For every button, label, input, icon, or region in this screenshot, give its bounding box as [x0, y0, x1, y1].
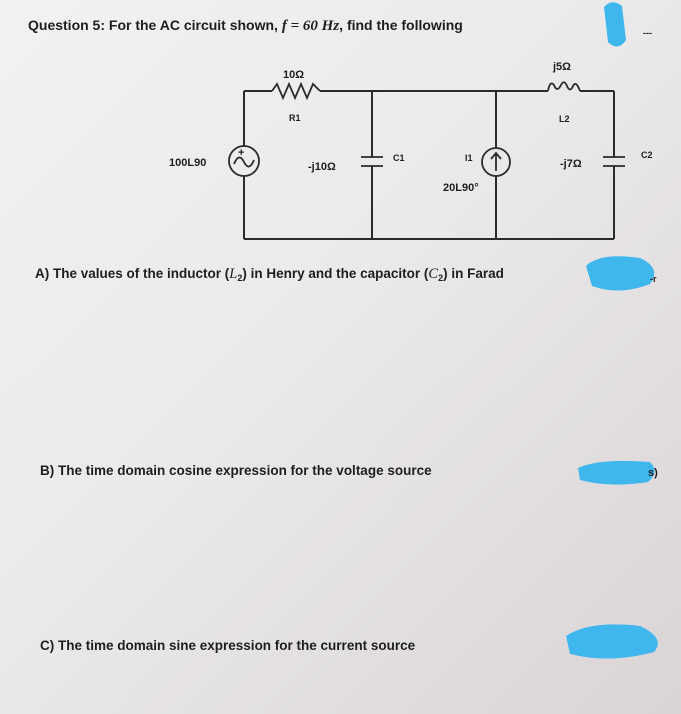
voltage-source-value: 100L90	[169, 157, 206, 169]
redaction-mark-c	[566, 624, 658, 659]
capacitor-symbol: C	[428, 266, 439, 282]
redaction-mark-b	[578, 460, 655, 485]
inductor-l2	[547, 81, 581, 92]
question-prefix: Question 5: For the AC circuit shown,	[28, 17, 282, 33]
r1-name-label: R1	[289, 113, 301, 123]
part-a-middle: ) in Henry and the capacitor (	[242, 266, 429, 281]
current-source-icon	[481, 147, 511, 177]
i1-value-label: 20L90°	[443, 182, 479, 194]
voltage-source-plus: +	[238, 147, 244, 159]
voltage-source-sine	[233, 156, 255, 168]
part-a-text: A) The values of the inductor (L2) in He…	[35, 266, 504, 283]
frequency-value: 60 Hz	[302, 18, 340, 34]
i1-name-label: I1	[465, 153, 473, 163]
part-c-text: C) The time domain sine expression for t…	[40, 638, 416, 653]
part-b-text: B) The time domain cosine expression for…	[40, 463, 432, 478]
voltage-source-icon	[228, 145, 260, 177]
redaction-mark-a	[586, 256, 655, 291]
c1-value-label: -j10Ω	[308, 161, 336, 173]
margin-fragment-b: s)	[648, 467, 658, 479]
redaction-mark-top	[604, 2, 626, 47]
frequency-symbol: f	[281, 18, 287, 34]
inductor-symbol: L	[229, 266, 238, 282]
c1-name-label: C1	[393, 153, 405, 163]
equals-sign: =	[286, 18, 303, 34]
part-a-suffix: ) in Farad	[443, 266, 504, 281]
l2-name-label: L2	[559, 114, 570, 124]
capacitor-subscript: 2	[438, 273, 444, 283]
current-source-arrow	[490, 151, 502, 171]
part-a-prefix: A) The values of the inductor (	[35, 266, 230, 281]
margin-fragment-top: ---	[643, 28, 652, 38]
l2-value-label: j5Ω	[552, 61, 571, 73]
c2-value-label: -j7Ω	[560, 158, 582, 170]
question-title: Question 5: For the AC circuit shown, f …	[28, 17, 463, 35]
c2-name-label: C2	[641, 150, 653, 160]
margin-fragment-a: -r	[650, 274, 657, 284]
inductor-subscript: 2	[237, 273, 243, 283]
resistor-r1	[271, 81, 321, 101]
r1-value-label: 10Ω	[283, 69, 304, 81]
question-suffix: , find the following	[339, 17, 463, 33]
